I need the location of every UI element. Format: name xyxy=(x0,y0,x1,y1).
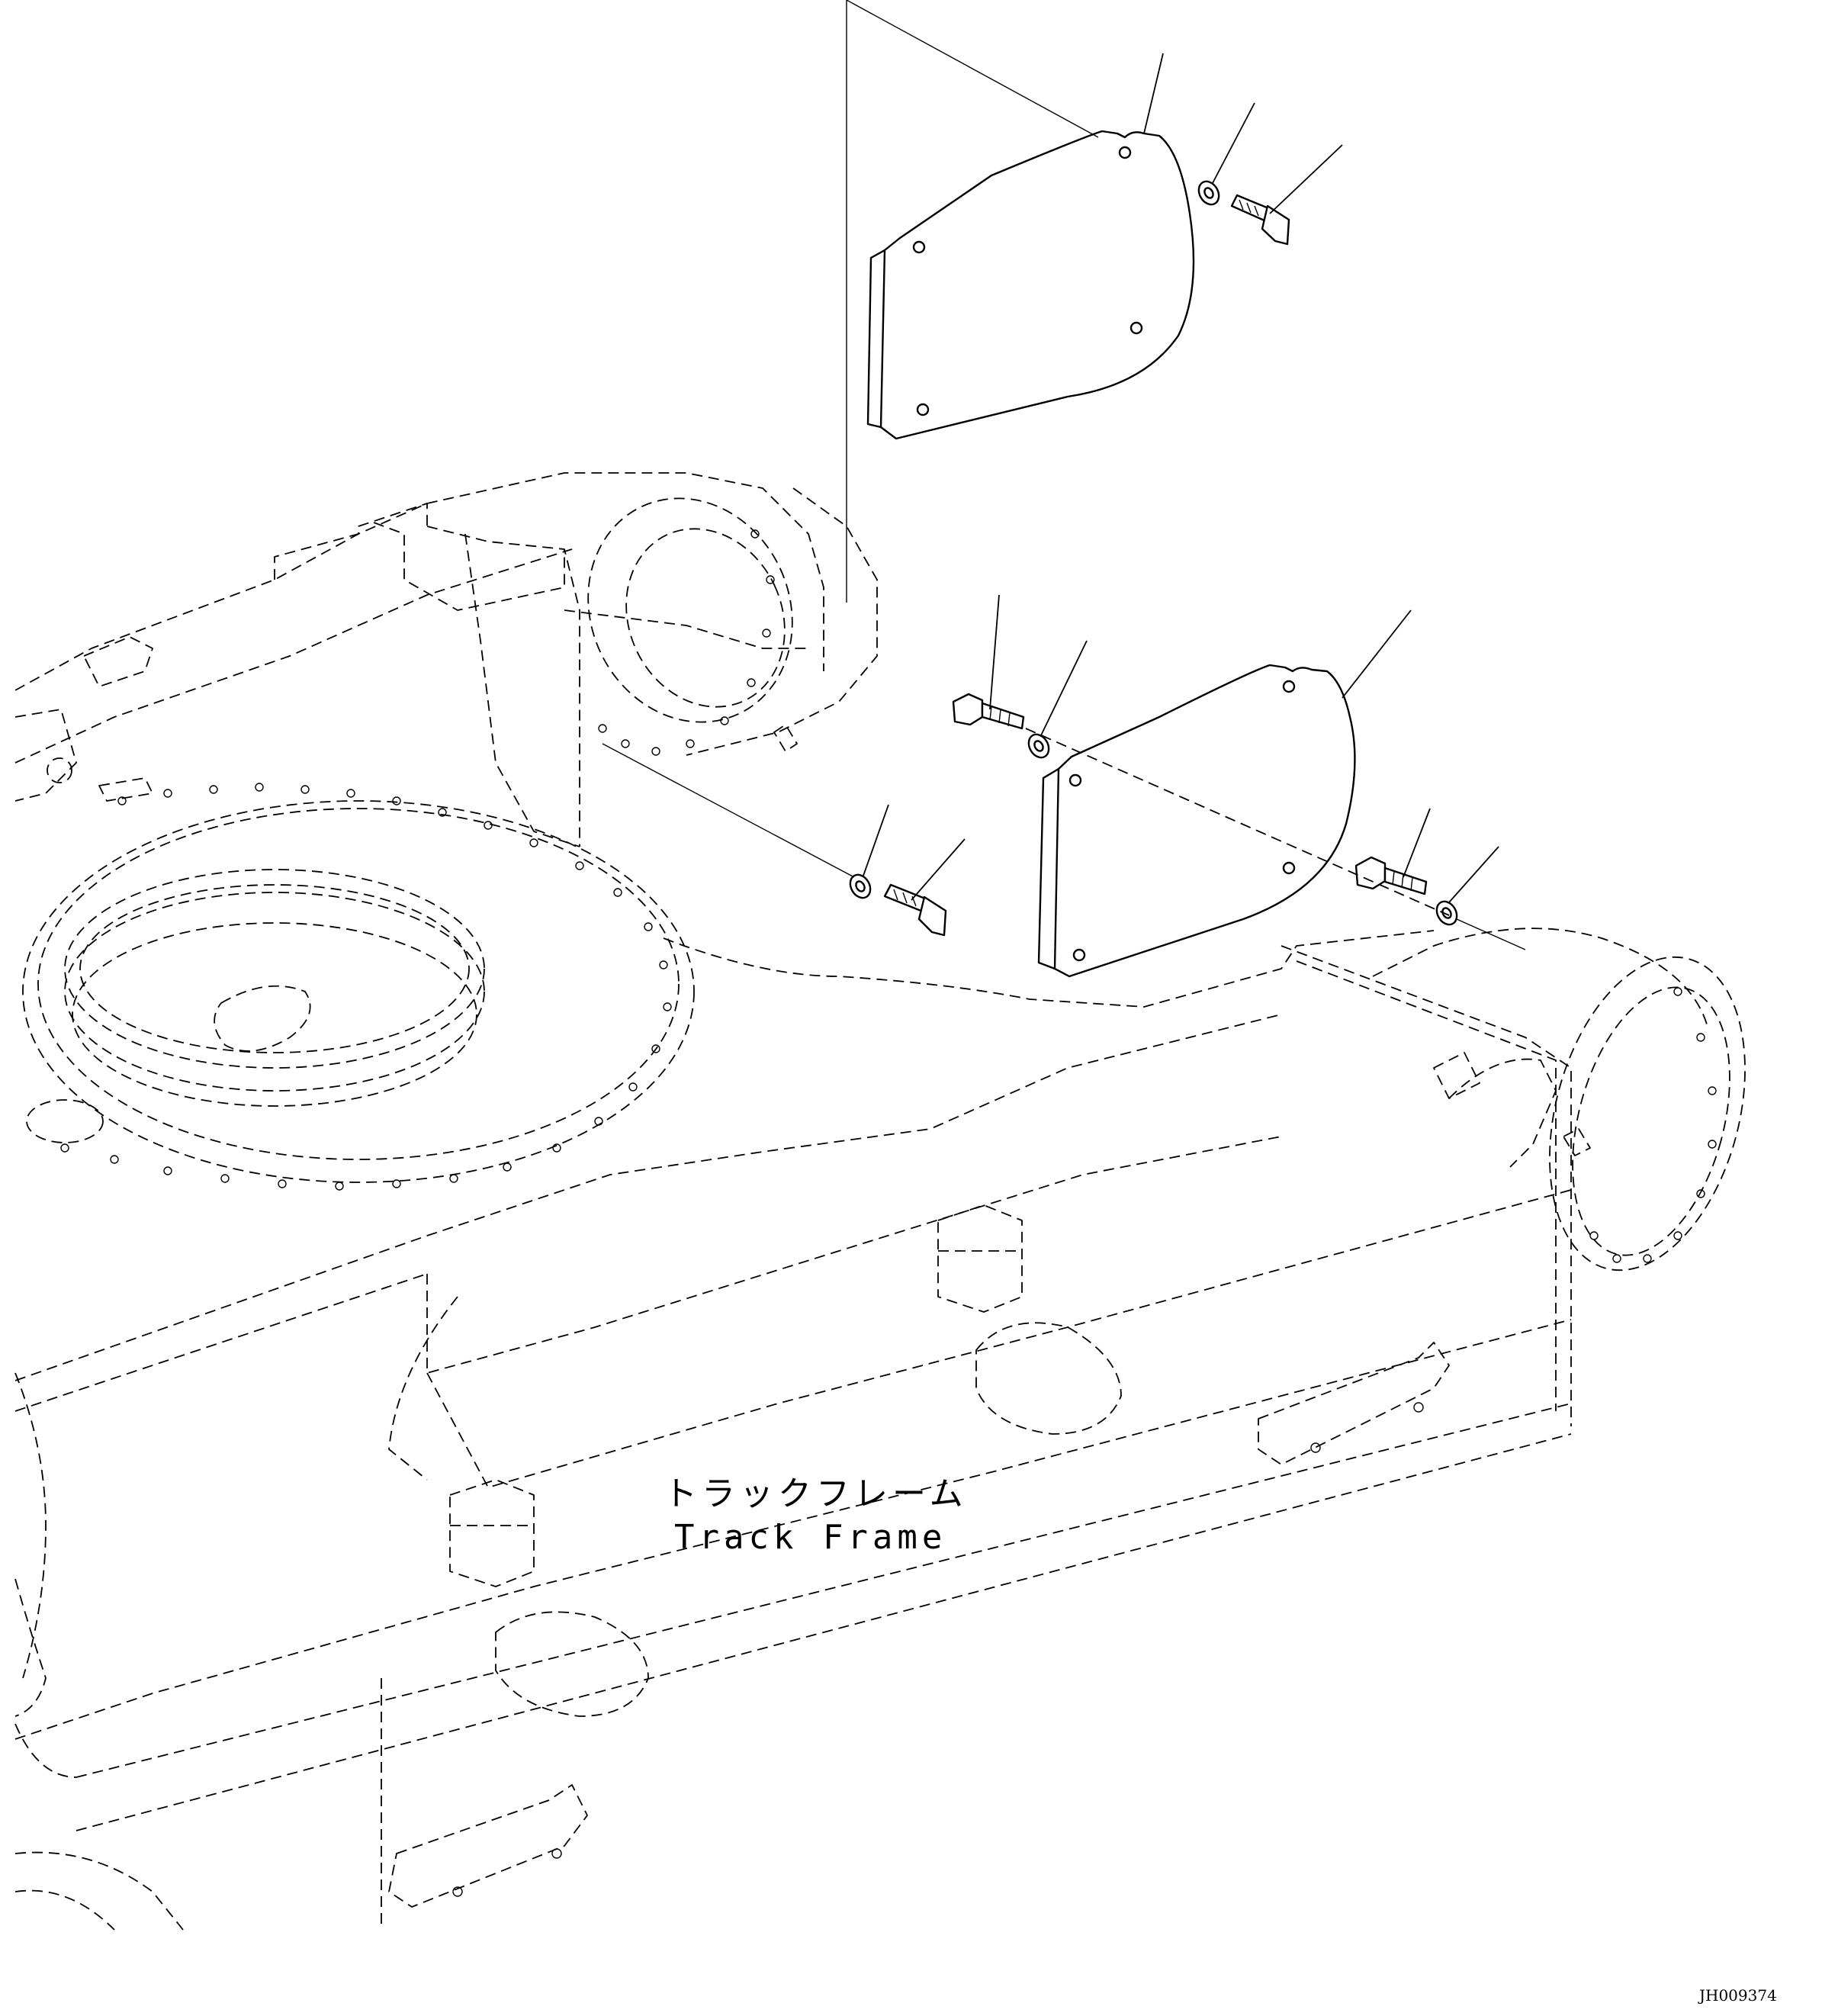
cover-plate-lower xyxy=(1037,664,1356,978)
swing-circle-bolt-holes xyxy=(60,783,672,1191)
track-frame-outline xyxy=(14,472,1746,1931)
bolt-mid-right xyxy=(1354,856,1428,895)
washer-mid-right xyxy=(1435,900,1458,926)
leader-washer-upper xyxy=(1212,102,1255,184)
cover-plate-upper xyxy=(866,130,1195,440)
leader-washer-lower-left xyxy=(863,804,889,876)
track-frame-label-japanese: トラックフレーム xyxy=(664,1474,968,1513)
bolt-upper xyxy=(1230,194,1290,246)
washer-mid-left xyxy=(1027,733,1050,759)
leader-washer-mid-left xyxy=(1040,640,1088,736)
leader-washer-mid-right xyxy=(1448,846,1499,903)
leader-bolt-upper xyxy=(1269,144,1343,214)
leader-cover-upper xyxy=(1143,53,1164,134)
leader-bolt-mid-left xyxy=(989,594,1000,710)
leader-cover-lower xyxy=(1342,609,1412,699)
washer-upper xyxy=(1197,180,1220,206)
end-ring-bolt-holes xyxy=(1589,987,1717,1263)
track-frame-label-english: Track Frame xyxy=(674,1518,947,1557)
leader-bolt-mid-right xyxy=(1403,808,1431,878)
washer-lower-left xyxy=(849,873,872,899)
bolt-lower-left xyxy=(883,883,947,937)
bolt-mid-left xyxy=(952,693,1025,730)
centerline-lower-through xyxy=(1025,728,1450,916)
leader-bolt-lower-left xyxy=(911,838,966,901)
centerline-lower-left xyxy=(602,743,855,878)
upper-ring-bolt-holes xyxy=(598,529,775,756)
drawing-number: JH009374 xyxy=(1699,1986,1777,2005)
